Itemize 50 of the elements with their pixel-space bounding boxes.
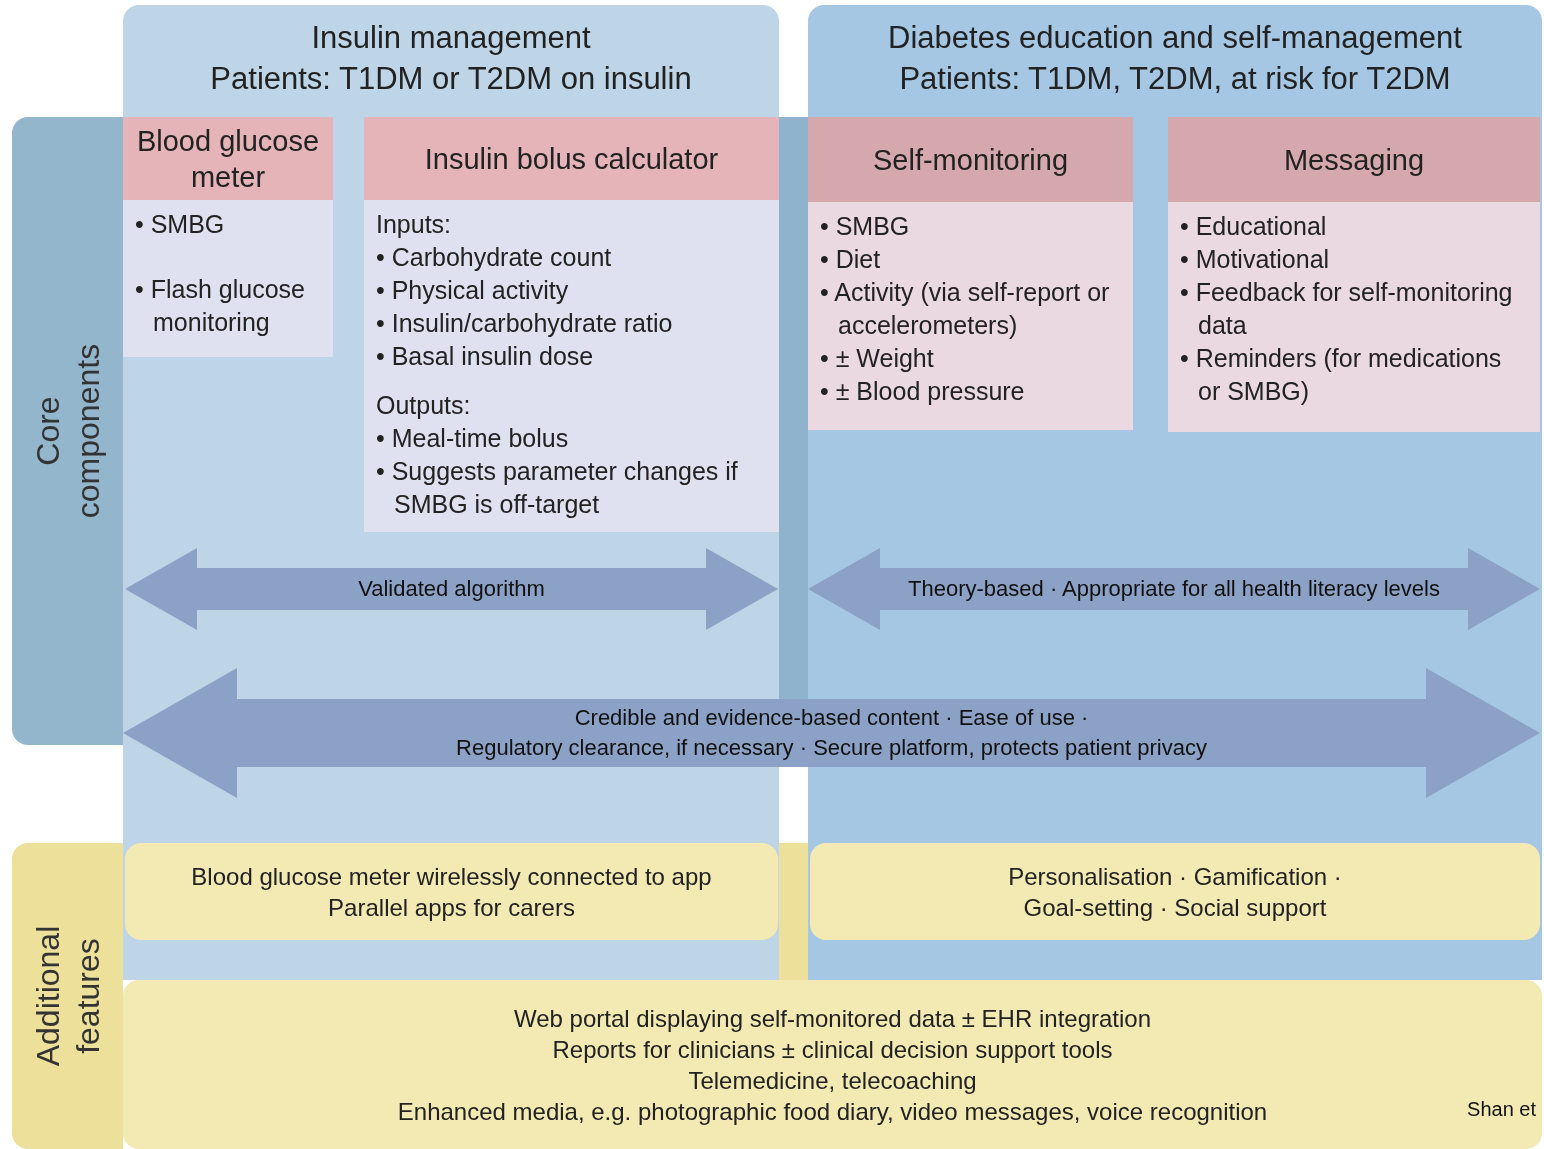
bullet-item: • ± Weight (820, 343, 935, 374)
feature-text: Blood glucose meter wirelessly connected to app (191, 861, 712, 892)
bullet-item: • Educational (1180, 211, 1328, 242)
component-card (1168, 117, 1540, 432)
band-label: Additional features (28, 924, 107, 1069)
component-card (123, 117, 333, 357)
bullet-item: • ± Blood pressure (820, 376, 1026, 407)
bullet-item: • Basal insulin dose (376, 341, 595, 372)
citation-text: Shan et (1467, 1097, 1536, 1122)
row-band-label (12, 843, 123, 1149)
bullet-item: • Physical activity (376, 275, 570, 306)
bullet-item: • SMBG (820, 211, 911, 242)
list-heading: Inputs: (376, 209, 453, 240)
card-title: Self-monitoring (873, 142, 1068, 178)
card-title: Blood glucose meter (135, 123, 321, 195)
band-label: Core components (28, 342, 107, 521)
feature-text: Parallel apps for carers (328, 892, 575, 923)
bullet-item: • Reminders (for medications or SMBG) (1180, 343, 1503, 407)
feature-box (125, 843, 778, 940)
card-title: Insulin bolus calculator (424, 141, 719, 177)
bullet-item: • Motivational (1180, 244, 1331, 275)
bullet-item: • Feedback for self-monitoring data (1180, 277, 1514, 341)
banner-text: Validated algorithm (358, 575, 545, 603)
feature-text: Web portal displaying self-monitored data ± EHR integration (513, 1003, 1152, 1034)
feature-text: Enhanced media, e.g. photographic food diary, video messages, voice recognition (397, 1096, 1268, 1127)
column-title: Diabetes education and self-management (888, 19, 1462, 57)
feature-box (810, 843, 1540, 940)
banner-text: Credible and evidence-based content · Ease of use · (574, 704, 1089, 732)
feature-text: Reports for clinicians ± clinical decision support tools (552, 1034, 1113, 1065)
card-title: Messaging (1283, 142, 1425, 178)
bullet-item: • Meal-time bolus (376, 423, 570, 454)
feature-text: Personalisation · Gamification · Goal-setting · Social support (1007, 861, 1343, 923)
feature-box (123, 980, 1542, 1149)
column-title: Insulin management (311, 19, 591, 57)
banner-text: Regulatory clearance, if necessary · Secure platform, protects patient privacy (456, 734, 1207, 762)
feature-text: Telemedicine, telecoaching (688, 1065, 977, 1096)
column-title: Patients: T1DM, T2DM, at risk for T2DM (899, 60, 1451, 98)
banner-text: Theory-based · Appropriate for all health literacy levels (908, 575, 1440, 603)
bullet-item: • SMBG (135, 209, 226, 240)
list-heading: Outputs: (376, 390, 472, 421)
bullet-item: • Suggests parameter changes if SMBG is off-target (376, 456, 739, 520)
bullet-item: • Carbohydrate count (376, 242, 613, 273)
bullet-item: • Diet (820, 244, 882, 275)
column-title: Patients: T1DM or T2DM on insulin (210, 60, 692, 98)
bullet-item: • Insulin/carbohydrate ratio (376, 308, 674, 339)
bullet-item: • Flash glucose monitoring (135, 274, 306, 338)
component-card (808, 117, 1133, 430)
bullet-item: • Activity (via self-report or accelerometers) (820, 277, 1111, 341)
component-card (364, 117, 779, 532)
row-band-label (12, 117, 123, 745)
